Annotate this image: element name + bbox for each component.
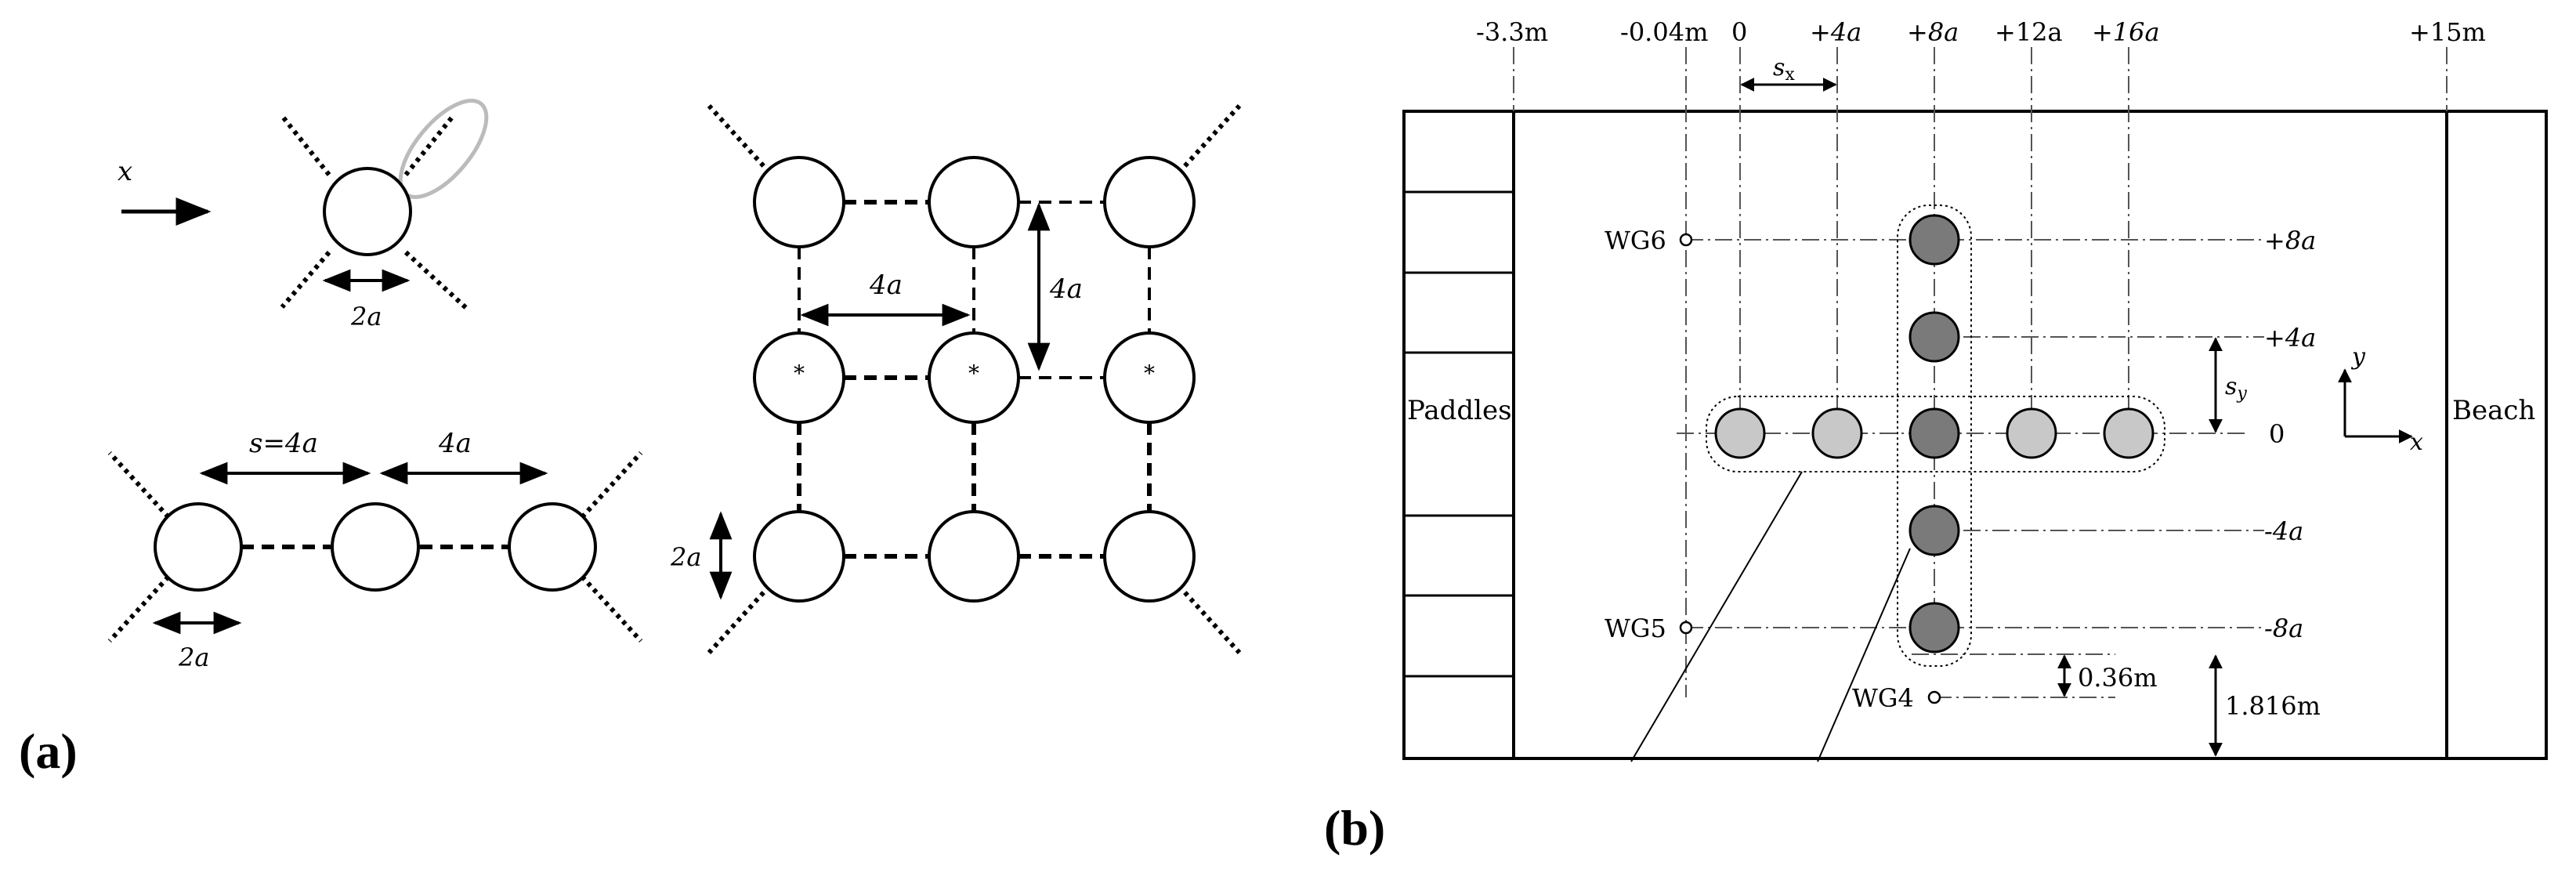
dark-cylinder [1908, 602, 1960, 653]
mooring-line [707, 584, 772, 655]
top-axis-label: +4a [1810, 17, 1861, 47]
paddles-label: Paddles [1407, 395, 1512, 426]
sy-label: sy [2225, 373, 2247, 404]
mooring-line [280, 251, 331, 309]
diameter-label: 2a [670, 542, 701, 572]
mooring-line [580, 574, 643, 643]
dark-cylinder [1908, 505, 1960, 556]
mooring-line [403, 250, 469, 310]
x-axis-label: x [2410, 429, 2423, 456]
cylinder [753, 510, 845, 603]
diameter-label: 2a [178, 643, 209, 672]
mooring-line [280, 114, 331, 176]
top-axis-label: -3.3m [1476, 17, 1548, 47]
cylinder [1103, 156, 1196, 248]
grid-diagram: * * * 4a 4a 2a [670, 103, 1242, 655]
cylinder [323, 167, 412, 256]
spacing-label: s=4a [249, 428, 318, 459]
right-axis-label: -8a [2264, 614, 2303, 643]
right-axis-label: -4a [2264, 516, 2303, 546]
y-axis-label: y [2350, 343, 2366, 371]
cylinder [1103, 331, 1196, 424]
dark-cylinder [1908, 311, 1960, 363]
x-direction-label: x [118, 156, 132, 187]
panel-b-label: (b) [1324, 800, 1385, 856]
light-cylinder [1811, 407, 1863, 459]
mooring-line [580, 451, 643, 519]
right-axis: +8a +4a 0 -4a -8a [2264, 226, 2316, 643]
vertical-array-outline [1897, 205, 1972, 667]
right-axis-label: 0 [2269, 419, 2285, 449]
beach-label: Beach [2452, 395, 2535, 426]
cylinder [753, 156, 845, 248]
cylinder [508, 502, 597, 592]
row-diagram: s=4a 4a 2a [107, 428, 643, 672]
top-axis-label: +16a [2092, 17, 2160, 47]
panel-a-label: (a) [19, 723, 78, 779]
mooring-line [1177, 103, 1242, 175]
wave-gauge-marker [1927, 690, 1941, 704]
paddles [1404, 190, 1514, 678]
center-marker: * [968, 360, 979, 386]
bodies [1714, 214, 2155, 653]
h-spacing-label: 4a [869, 270, 903, 301]
light-cylinder [2006, 407, 2057, 459]
cylinder [928, 510, 1020, 603]
mooring-line [707, 103, 772, 175]
mooring-line [107, 451, 171, 519]
top-axis-label: +12a [1995, 17, 2063, 47]
dark-cylinder [1908, 407, 1960, 459]
wave-gauge-label: WG6 [1605, 226, 1666, 255]
cylinder [1103, 510, 1196, 603]
center-marker: * [1144, 360, 1155, 386]
panel-a: x 2a s=4a 4a 2a [19, 99, 1242, 779]
mooring-line [1177, 584, 1242, 655]
top-axis-label: +15m [2409, 17, 2486, 47]
light-cylinder [1714, 407, 1766, 459]
single-body-diagram: x 2a [118, 99, 489, 331]
vertical-reference-lines [1513, 47, 2448, 697]
cylinder [928, 331, 1020, 424]
cylinder [331, 502, 420, 592]
wave-gauge-marker [1679, 621, 1693, 635]
top-axis-label: 0 [1731, 17, 1747, 47]
wall-distance-label: 1.816m [2225, 691, 2321, 721]
diameter-label: 2a [350, 302, 382, 331]
cylinder [928, 156, 1020, 248]
right-axis-label: +8a [2264, 226, 2316, 255]
light-cylinder [2103, 407, 2155, 459]
center-marker: * [794, 360, 805, 386]
leader-line [1817, 548, 1911, 762]
v-spacing-label: 4a [1049, 273, 1083, 305]
wave-gauges: WG6 WG5 WG4 [1605, 226, 1941, 713]
wave-gauge-label: WG4 [1852, 683, 1914, 713]
horizontal-array-outline [1706, 396, 2165, 472]
right-axis-label: +4a [2264, 323, 2316, 353]
wave-tank [1402, 110, 2548, 760]
top-axis-label: +8a [1907, 17, 1959, 47]
panel-b: Paddles Beach -3.3m -0.04m 0 [1324, 17, 2548, 856]
gauge-offset-label: 0.36m [2078, 663, 2158, 693]
leader-line [1630, 471, 1803, 762]
sx-label: sx [1773, 54, 1795, 85]
wave-gauge-label: WG5 [1605, 614, 1666, 643]
top-axis: -3.3m -0.04m 0 +4a +8a +12a +16a +15m [1476, 17, 2486, 47]
mooring-line [107, 574, 171, 643]
dark-cylinder [1908, 214, 1960, 266]
cylinder [154, 502, 243, 592]
cylinder [753, 331, 845, 424]
wave-gauge-marker [1679, 233, 1693, 247]
top-axis-label: -0.04m [1620, 17, 1708, 47]
spacing-label: 4a [438, 428, 472, 459]
